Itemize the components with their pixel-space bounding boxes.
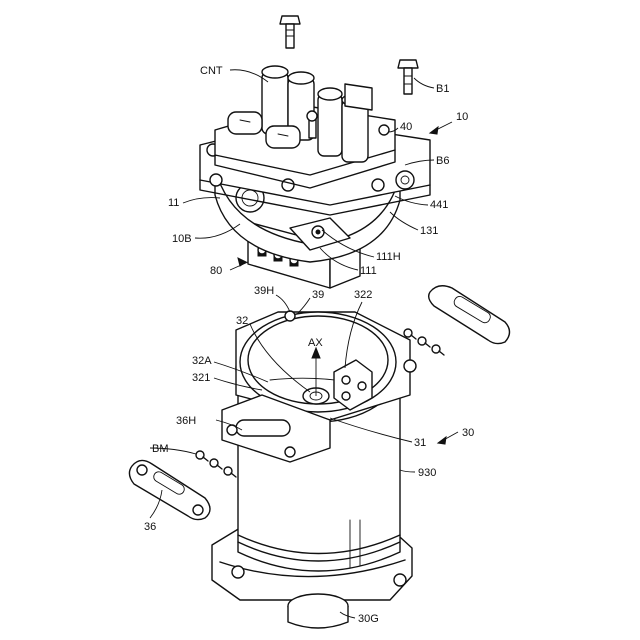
label-bm: BM (152, 443, 169, 455)
label-441: 441 (430, 199, 448, 211)
label-39h: 39H (254, 285, 274, 297)
label-111h: 111H (376, 251, 401, 263)
label-31: 31 (414, 437, 426, 449)
label-80: 80 (210, 265, 222, 277)
label-39: 39 (312, 289, 324, 301)
arrow-10 (430, 122, 452, 134)
label-cnt: CNT (200, 65, 223, 77)
label-930: 930 (418, 467, 436, 479)
clamp-plate-right (429, 286, 510, 344)
label-30: 30 (462, 427, 474, 439)
label-ax: AX (308, 337, 323, 349)
arrow-30 (438, 432, 458, 444)
label-32: 32 (236, 315, 248, 327)
label-11: 11 (168, 197, 179, 209)
label-b1: B1 (436, 83, 449, 95)
label-10b: 10B (172, 233, 192, 245)
label-131: 131 (420, 225, 438, 237)
clamp-plate-36 (129, 460, 210, 519)
label-36: 36 (144, 521, 156, 533)
label-b6: B6 (436, 155, 449, 167)
arrow-80 (238, 258, 246, 266)
label-30g: 30G (358, 613, 379, 625)
label-36h: 36H (176, 415, 196, 427)
bolt-b1 (398, 60, 418, 94)
label-321: 321 (192, 372, 210, 384)
screws-bm (196, 451, 236, 477)
label-40: 40 (400, 121, 412, 133)
label-322: 322 (354, 289, 372, 301)
label-32a: 32A (192, 355, 212, 367)
label-111: 111 (360, 265, 377, 277)
motor-unit-30 (212, 311, 416, 628)
label-10: 10 (456, 111, 468, 123)
bolt-top-center (280, 16, 300, 48)
